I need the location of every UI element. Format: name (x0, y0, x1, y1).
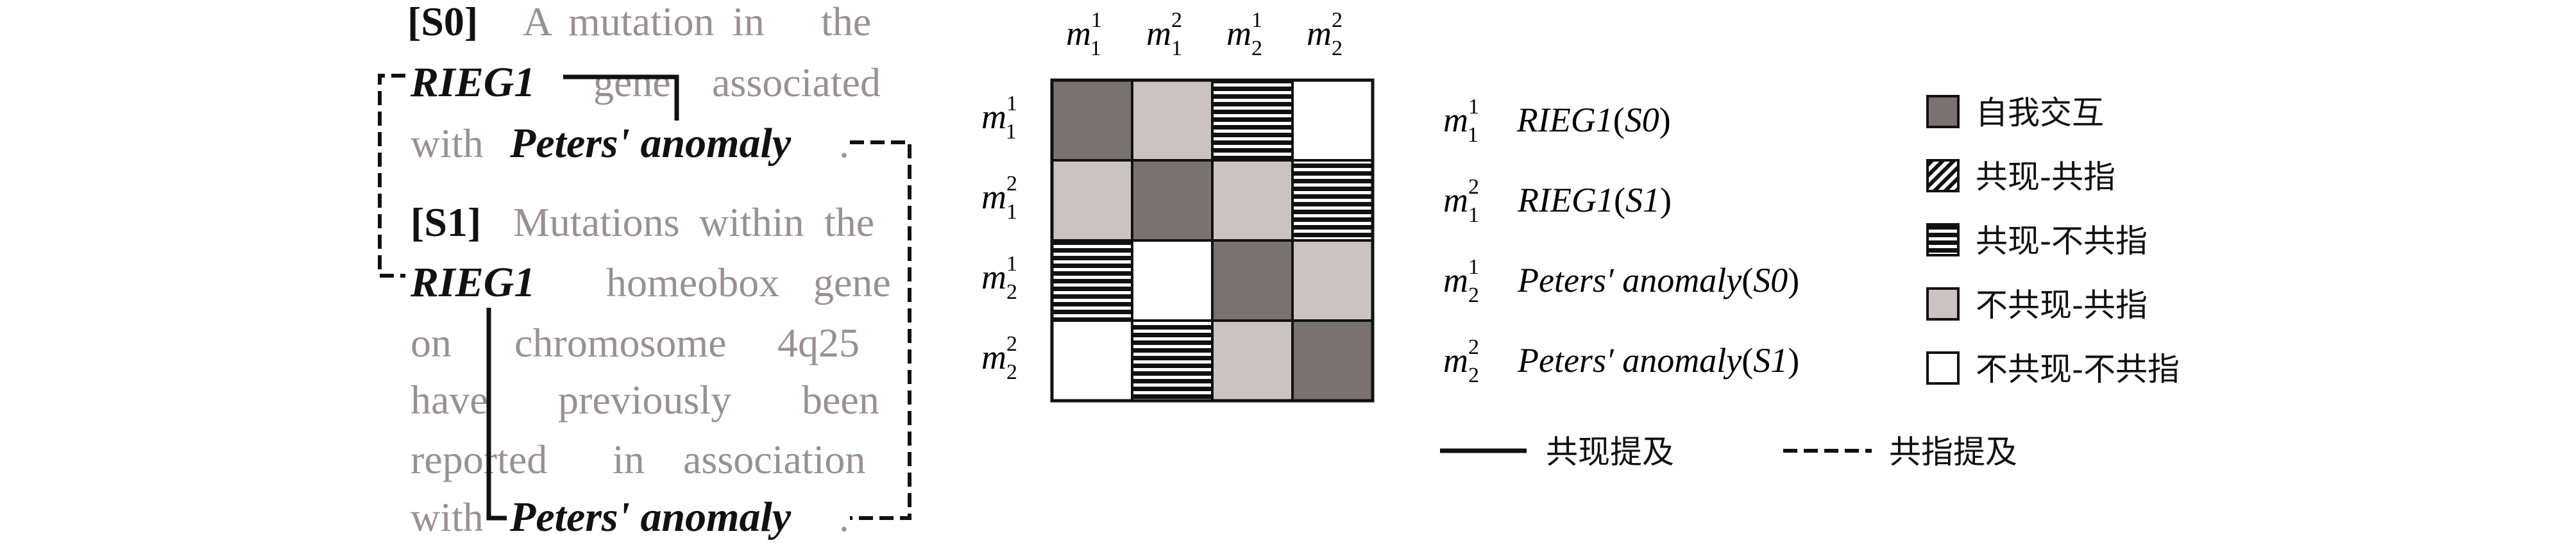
legend-label-co-coref: 共现-共指 (1976, 158, 2115, 196)
s0-line2-word: gene (593, 60, 671, 105)
matrix-cell-self (1291, 319, 1374, 402)
matrix-cell-noco-nocoref (1291, 79, 1374, 162)
cooccurrence-lines (486, 74, 679, 521)
s1-line3-word: on (411, 320, 452, 365)
rieg1-coref-line (378, 74, 405, 278)
s1-line3-word: 4q25 (777, 320, 860, 365)
legend-label-self: 自我交互 (1976, 94, 2104, 131)
s0-line2-word: associated (712, 60, 881, 105)
matrix-cell-self (1131, 159, 1214, 242)
s1-line4-word: been (802, 377, 879, 423)
matrix-cell-noco-coref (1291, 239, 1374, 322)
peters-coref-line (850, 140, 911, 520)
legend-swatch-co-coref (1926, 159, 1960, 192)
matrix-cell-noco-coref (1211, 159, 1294, 242)
legend-swatch-co-nocoref (1926, 223, 1960, 256)
s0-line1-word: A (523, 0, 552, 44)
s1-entity-rieg1: RIEG1 (410, 259, 535, 306)
s0-line3-end: . (839, 121, 849, 166)
s0-entity-peters: Peters' anomaly (509, 120, 792, 167)
matrix-cell-noco-nocoref (1051, 319, 1133, 402)
s0-line3-prefix: with (411, 121, 484, 166)
legend-label-noco-coref: 不共现-共指 (1976, 287, 2148, 324)
matrix-cell-noco-coref (1051, 159, 1133, 242)
matrix-border (1050, 78, 1375, 403)
s1-line4-word: previously (558, 377, 731, 423)
s0-entity-rieg1: RIEG1 (410, 59, 535, 106)
s1-line2-word: gene (813, 260, 891, 305)
s1-line3-word: chromosome (514, 320, 727, 365)
s1-line4-word: have (411, 377, 488, 423)
matrix-cell-co-nocoref (1211, 79, 1294, 162)
s1-tag: [S1] (411, 199, 481, 245)
s1-entity-peters: Peters' anomaly (509, 494, 792, 541)
s1-line6-end: . (839, 494, 849, 540)
text-passage: [S0] A mutation in the RIEG1 gene associ… (407, 0, 891, 541)
s0-cooccurrence-line (563, 74, 679, 121)
legend-solid-label: 共现提及 (1546, 433, 1674, 471)
matrix-cell-self (1051, 79, 1133, 162)
s1-line1-word: the (824, 199, 874, 245)
legend-label-noco-nocoref: 不共现-不共指 (1976, 351, 2180, 388)
s1-line6-prefix: with (411, 494, 484, 540)
matrix-cell-co-nocoref (1051, 239, 1133, 322)
s1-line5-word: association (683, 437, 865, 482)
matrix-cell-noco-coref (1211, 319, 1294, 402)
s1-line2-word: homeobox (606, 260, 779, 305)
s1-line1-word: Mutations (513, 199, 680, 245)
legend-swatch-self (1926, 95, 1960, 128)
cell-type-legend: 自我交互 共现-共指 共现-不共指 不共现-共指 不共现-不共指 (1926, 94, 2180, 388)
s1-cooccurrence-line (486, 308, 507, 521)
s0-line1-word: in (733, 0, 765, 44)
matrix-cell-noco-coref (1131, 79, 1214, 162)
s0-tag: [S0] (407, 0, 478, 44)
matrix-cell-co-nocoref (1131, 319, 1214, 402)
legend-dashed-label: 共指提及 (1889, 433, 2017, 471)
s1-line5-word: in (613, 437, 645, 482)
line-style-legend: 共现提及 共指提及 (1440, 433, 2017, 471)
matrix-cell-co-nocoref (1291, 159, 1374, 242)
s1-line1-word: within (699, 199, 804, 245)
coreference-lines (378, 74, 911, 520)
matrix-cells (1051, 79, 1374, 402)
s0-line1-word: the (821, 0, 871, 44)
s0-line1-word: mutation (568, 0, 715, 44)
matrix-cell-noco-nocoref (1131, 239, 1214, 322)
legend-swatch-noco-nocoref (1926, 351, 1960, 385)
matrix-cell-self (1211, 239, 1294, 322)
legend-swatch-noco-coref (1926, 287, 1960, 321)
legend-label-co-nocoref: 共现-不共指 (1976, 222, 2148, 260)
s1-line5-word: reported (411, 437, 547, 482)
